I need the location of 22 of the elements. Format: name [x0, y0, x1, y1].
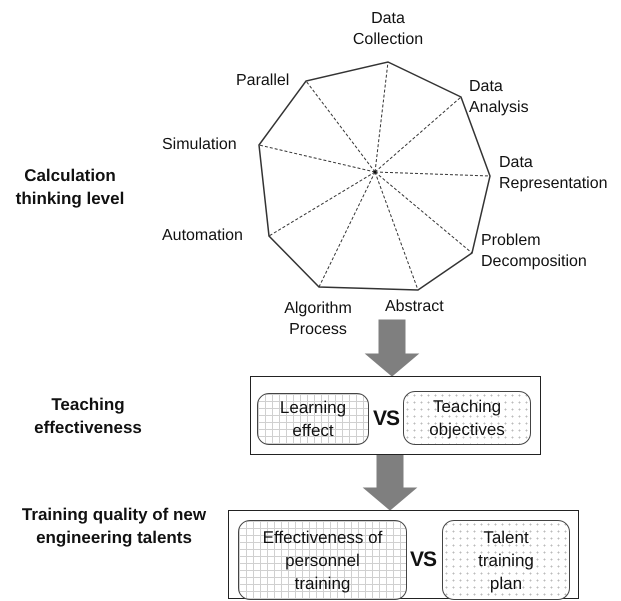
vs-label: VS [372, 407, 400, 431]
axis-label: Data Collection [352, 9, 424, 50]
axis-label: Data Representation [499, 153, 609, 194]
axis-label: Parallel [236, 71, 290, 91]
concept-box: Talent training plan [442, 520, 570, 600]
axis-label: Data Analysis [469, 77, 530, 118]
block-arrow [364, 320, 420, 377]
concept-box: Learning effect [257, 393, 369, 445]
axis-label: Problem Decomposition [481, 231, 588, 272]
axis-label: Automation [162, 226, 244, 246]
concept-box: Effectiveness of personnel training [238, 520, 407, 600]
block-arrow [362, 454, 418, 511]
level-label: Teaching effectiveness [33, 394, 143, 439]
group-frame [228, 510, 579, 599]
axis-label: Algorithm Process [283, 299, 353, 340]
level-label: Calculation thinking level [14, 165, 126, 210]
axis-label: Simulation [162, 135, 238, 155]
vs-label: VS [409, 548, 437, 572]
concept-box: Teaching objectives [403, 391, 531, 445]
axis-label: Abstract [385, 297, 445, 317]
level-label: Training quality of new engineering talents [20, 504, 208, 549]
group-frame [250, 376, 541, 455]
